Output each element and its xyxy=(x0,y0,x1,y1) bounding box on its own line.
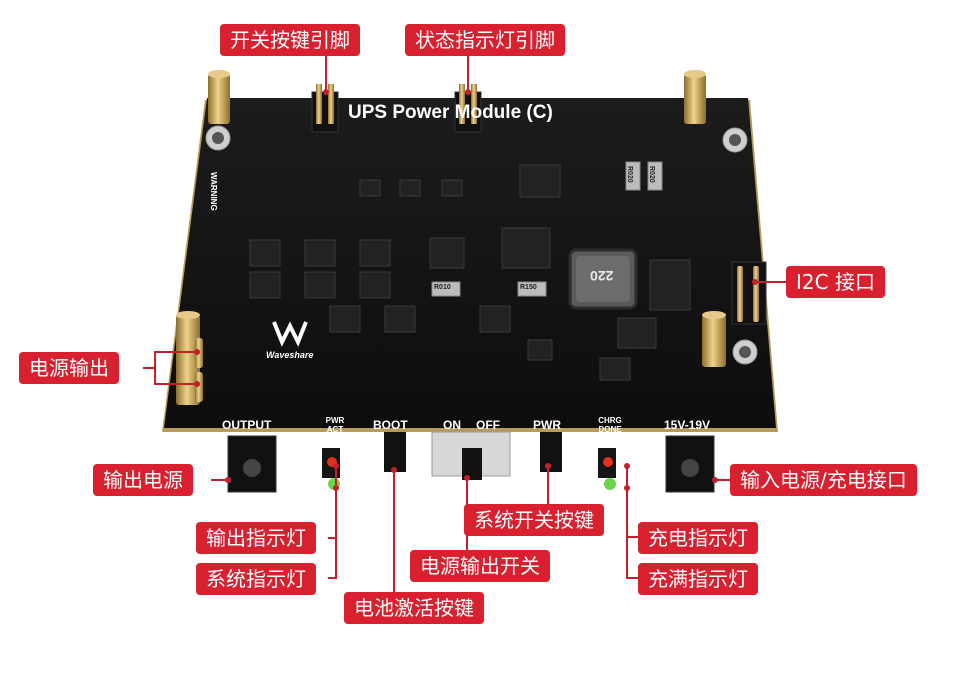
shunt-resistors xyxy=(431,161,663,297)
bottom-connectors xyxy=(227,431,715,493)
brand-text: Waveshare xyxy=(266,350,314,360)
standoffs xyxy=(176,70,758,405)
callout-power-output-switch: 电源输出开关 xyxy=(410,550,550,582)
callout-power-output: 电源输出 xyxy=(19,352,119,384)
inductor xyxy=(568,248,638,310)
label-off: OFF xyxy=(476,418,500,432)
callout-input-power: 输入电源/充电接口 xyxy=(730,464,917,496)
label-output: OUTPUT xyxy=(222,418,272,432)
callout-i2c-port: I2C 接口 xyxy=(786,266,885,298)
callout-system-switch-button: 系统开关按键 xyxy=(464,504,604,536)
label-pwr: PWR xyxy=(533,418,561,432)
callout-output-power: 输出电源 xyxy=(93,464,193,496)
callout-battery-activate-button: 电池激活按键 xyxy=(344,592,484,624)
resistor-marking-1: R010 xyxy=(434,284,451,291)
callout-full-charge-indicator: 充满指示灯 xyxy=(638,563,758,595)
label-input-voltage: 15V-19V xyxy=(664,418,711,432)
waveshare-logo-icon xyxy=(272,321,308,347)
components xyxy=(249,164,691,381)
label-pwr-act: PWR ACT xyxy=(325,416,345,434)
resistor-marking-4: R020 xyxy=(648,166,655,183)
callout-switch-key-pin: 开关按键引脚 xyxy=(220,24,360,56)
inductor-marking: 220 xyxy=(590,268,614,284)
label-on: ON xyxy=(443,418,461,432)
callout-charge-indicator: 充电指示灯 xyxy=(638,522,758,554)
leader-dots xyxy=(194,89,758,491)
resistor-marking-3: R020 xyxy=(626,166,633,183)
callout-output-indicator: 输出指示灯 xyxy=(196,522,316,554)
i2c-pins xyxy=(731,261,767,325)
callout-status-led-pin: 状态指示灯引脚 xyxy=(405,24,565,56)
board-title: UPS Power Module (C) xyxy=(348,102,553,123)
label-boot: BOOT xyxy=(373,418,408,432)
resistor-marking-2: R150 xyxy=(520,284,537,291)
callout-system-indicator: 系统指示灯 xyxy=(196,563,316,595)
label-chrg-done: CHRG DONE xyxy=(598,416,622,434)
top-pin-headers xyxy=(311,84,482,133)
warning-text: WARNING xyxy=(209,172,218,211)
